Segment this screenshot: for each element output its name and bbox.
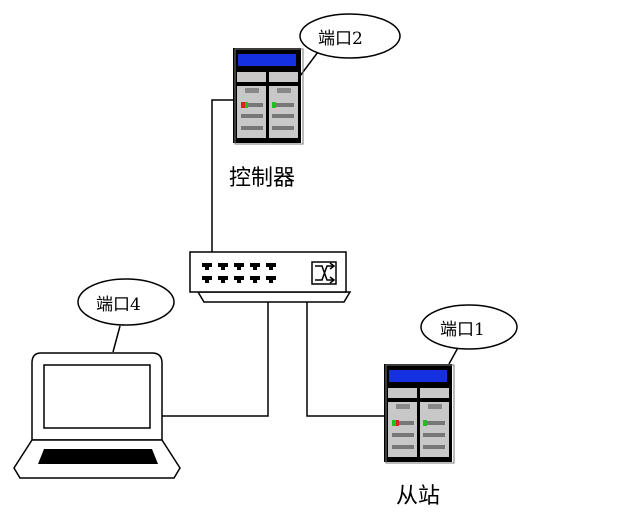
switch-ports <box>202 263 276 283</box>
laptop-icon <box>13 352 181 479</box>
line-switch-to-laptop <box>162 302 269 417</box>
controller-server-icon <box>233 48 304 145</box>
switch-icon <box>189 251 352 303</box>
slave-server-icon <box>384 364 455 464</box>
switch-arrows-icon <box>311 261 337 285</box>
line-switch-to-controller <box>211 99 233 252</box>
port1-label: 端口1 <box>440 320 485 340</box>
callout-port2 <box>299 13 401 59</box>
port4-label: 端口4 <box>96 295 141 315</box>
line-switch-to-slave <box>306 302 384 417</box>
controller-label: 控制器 <box>229 166 296 191</box>
callout-line-port4 <box>112 325 121 353</box>
callout-port4 <box>77 278 175 326</box>
slave-label: 从站 <box>396 484 441 509</box>
callout-port1 <box>420 304 518 350</box>
connection-lines <box>112 51 461 417</box>
port2-label: 端口2 <box>318 29 363 49</box>
